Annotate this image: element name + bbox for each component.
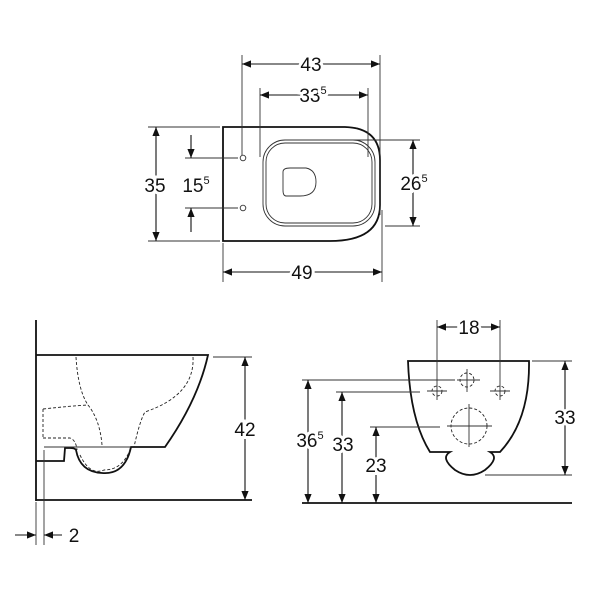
seat-opening <box>282 167 317 197</box>
side-hidden-lines <box>42 356 194 472</box>
dim-label-33-5: 335 <box>299 85 326 107</box>
dim-label-42: 42 <box>234 420 255 441</box>
dim-label-43: 43 <box>300 55 321 76</box>
dim-label-18: 18 <box>458 318 479 339</box>
dim-label-33-bolt: 33 <box>332 435 353 456</box>
front-extension-lines <box>302 320 572 476</box>
side-view-outline <box>36 354 210 474</box>
dim-label-33-bowl: 33 <box>554 408 575 429</box>
dim-label-26-5: 265 <box>400 173 427 195</box>
front-view-outline <box>407 360 530 476</box>
seat-inner-outline <box>265 142 373 224</box>
front-view: 18 365 33 23 33 <box>293 315 579 504</box>
side-extension-lines <box>35 356 252 545</box>
dim-label-23: 23 <box>365 456 386 477</box>
dim-label-2: 2 <box>69 526 80 547</box>
top-view-outline <box>222 126 381 242</box>
seat-outline <box>262 139 376 227</box>
top-extension-lines <box>148 55 420 282</box>
side-view: 42 2 <box>15 320 259 550</box>
dim-label-35: 35 <box>144 176 165 197</box>
front-centerlines <box>427 369 510 447</box>
dim-label-15-5: 155 <box>182 175 209 197</box>
fixing-hole-top <box>239 154 247 162</box>
top-view: 43 335 35 155 265 49 <box>141 52 430 287</box>
dim-label-49: 49 <box>291 263 312 284</box>
fixing-hole-bottom <box>239 204 247 212</box>
dim-label-36-5: 365 <box>296 430 323 452</box>
